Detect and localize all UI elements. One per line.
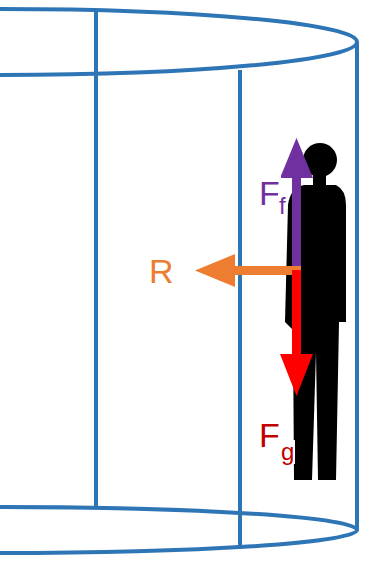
force-subscript: f (278, 194, 287, 218)
force-subscript: g (280, 440, 295, 464)
friction-arrowhead (280, 138, 313, 178)
cylinder-back-line (94, 11, 98, 509)
normal-arrow-shaft (233, 266, 301, 275)
gravity-arrow-shaft (292, 270, 301, 356)
cylinder-bottom (0, 507, 357, 553)
normal-arrowhead (195, 254, 235, 287)
person-silhouette (285, 143, 346, 480)
cylinder-top (0, 9, 357, 75)
cylinder-side (355, 42, 359, 530)
force-symbol: F (258, 418, 281, 452)
cylinder-front-line (238, 70, 242, 549)
gravity-arrowhead (280, 354, 313, 396)
force-arrows (195, 138, 313, 396)
cylinder (0, 9, 357, 553)
friction-arrow-shaft (292, 176, 301, 272)
force-symbol: R (148, 254, 175, 288)
